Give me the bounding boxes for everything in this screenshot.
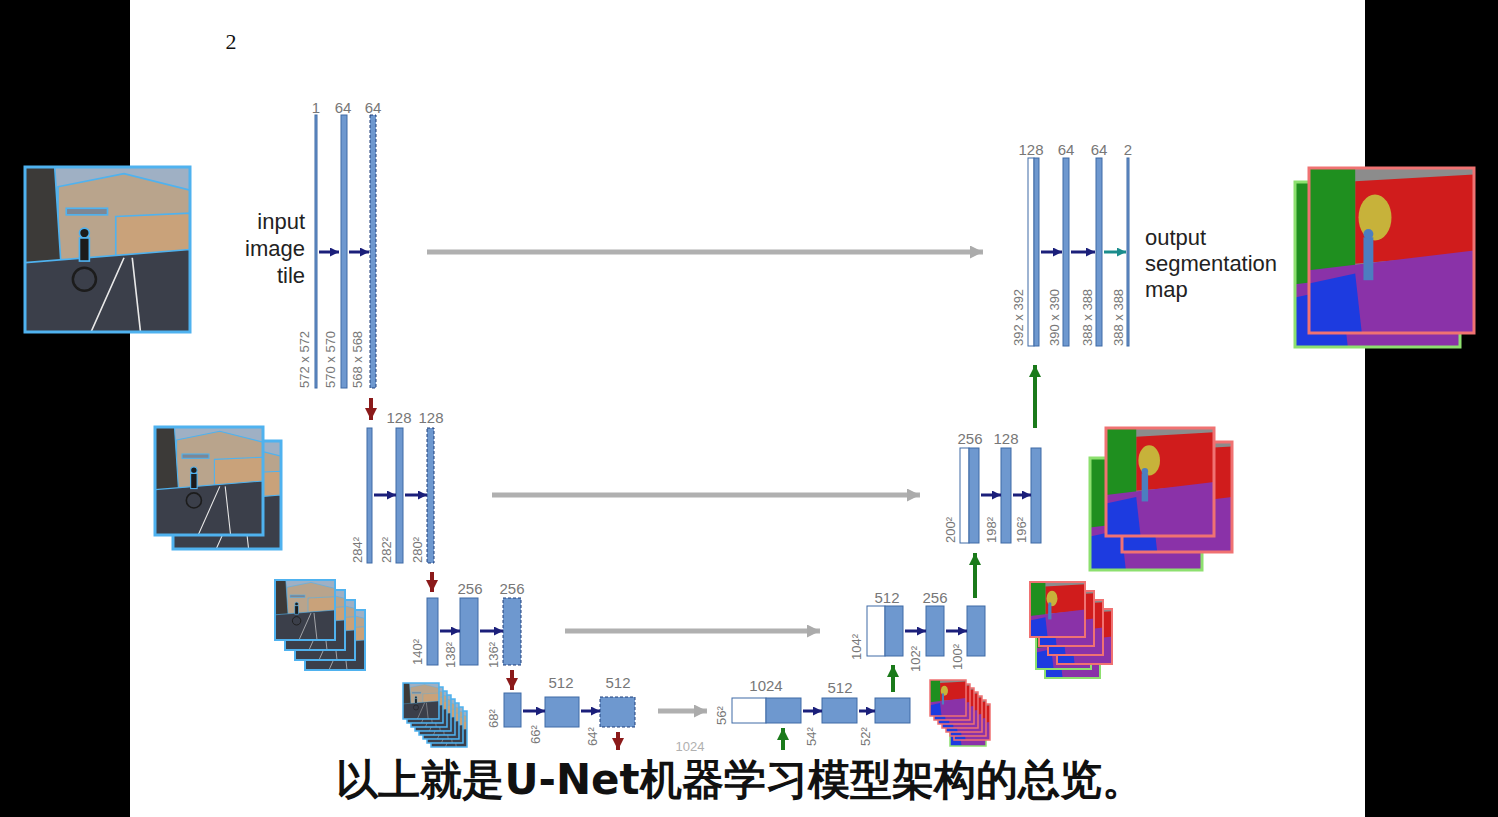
dimension-label: 104² bbox=[850, 634, 865, 660]
channel-count: 128 bbox=[386, 409, 411, 426]
dimension-label: 64² bbox=[586, 727, 601, 746]
page-number: 2 bbox=[226, 29, 237, 54]
channel-count: 64 bbox=[365, 99, 382, 116]
dimension-label: 138² bbox=[444, 642, 459, 668]
channel-count: 1024 bbox=[749, 677, 782, 694]
dimension-label: 200² bbox=[944, 517, 959, 543]
dimension-label: 196² bbox=[1015, 517, 1030, 543]
channel-count: 512 bbox=[605, 674, 630, 691]
channel-count: 512 bbox=[874, 589, 899, 606]
channel-count: 1 bbox=[312, 99, 320, 116]
channel-count: 512 bbox=[548, 674, 573, 691]
channel-count: 128 bbox=[418, 409, 443, 426]
dimension-label: 68² bbox=[487, 709, 502, 728]
channel-count: 256 bbox=[922, 589, 947, 606]
channel-count: 64 bbox=[1091, 141, 1108, 158]
channel-count: 128 bbox=[1018, 141, 1043, 158]
dimension-label: 52² bbox=[859, 727, 874, 746]
dimension-label: 572 x 572 bbox=[298, 331, 313, 388]
dimension-label: 280² bbox=[411, 537, 426, 563]
dimension-label: 56² bbox=[715, 706, 730, 725]
dimension-label: 392 x 392 bbox=[1012, 289, 1027, 346]
channel-count: 256 bbox=[457, 580, 482, 597]
dimension-label: 198² bbox=[985, 517, 1000, 543]
output-label: output segmentation map bbox=[1145, 225, 1295, 303]
subtitle-caption: 以上就是U-Net机器学习模型架构的总览。 bbox=[336, 755, 1143, 805]
dimension-label: 390 x 390 bbox=[1048, 289, 1063, 346]
ghost-label: 1024 bbox=[676, 740, 705, 755]
channel-count: 512 bbox=[827, 679, 852, 696]
dimension-label: 66² bbox=[529, 725, 544, 744]
channel-count: 256 bbox=[957, 430, 982, 447]
dimension-label: 568 x 568 bbox=[351, 331, 366, 388]
channel-count: 128 bbox=[993, 430, 1018, 447]
channel-count: 2 bbox=[1124, 141, 1132, 158]
dimension-label: 282² bbox=[380, 537, 395, 563]
dimension-label: 388 x 388 bbox=[1112, 289, 1127, 346]
dimension-label: 570 x 570 bbox=[324, 331, 339, 388]
dimension-label: 102² bbox=[909, 646, 924, 672]
dimension-label: 388 x 388 bbox=[1081, 289, 1096, 346]
dimension-label: 140² bbox=[411, 639, 426, 665]
channel-count: 256 bbox=[499, 580, 524, 597]
dimension-label: 136² bbox=[487, 642, 502, 668]
channel-count: 64 bbox=[335, 99, 352, 116]
dimension-label: 284² bbox=[351, 537, 366, 563]
input-label: input image tile bbox=[230, 208, 305, 289]
dimension-label: 54² bbox=[805, 727, 820, 746]
channel-count: 64 bbox=[1058, 141, 1075, 158]
dimension-label: 100² bbox=[951, 644, 966, 670]
